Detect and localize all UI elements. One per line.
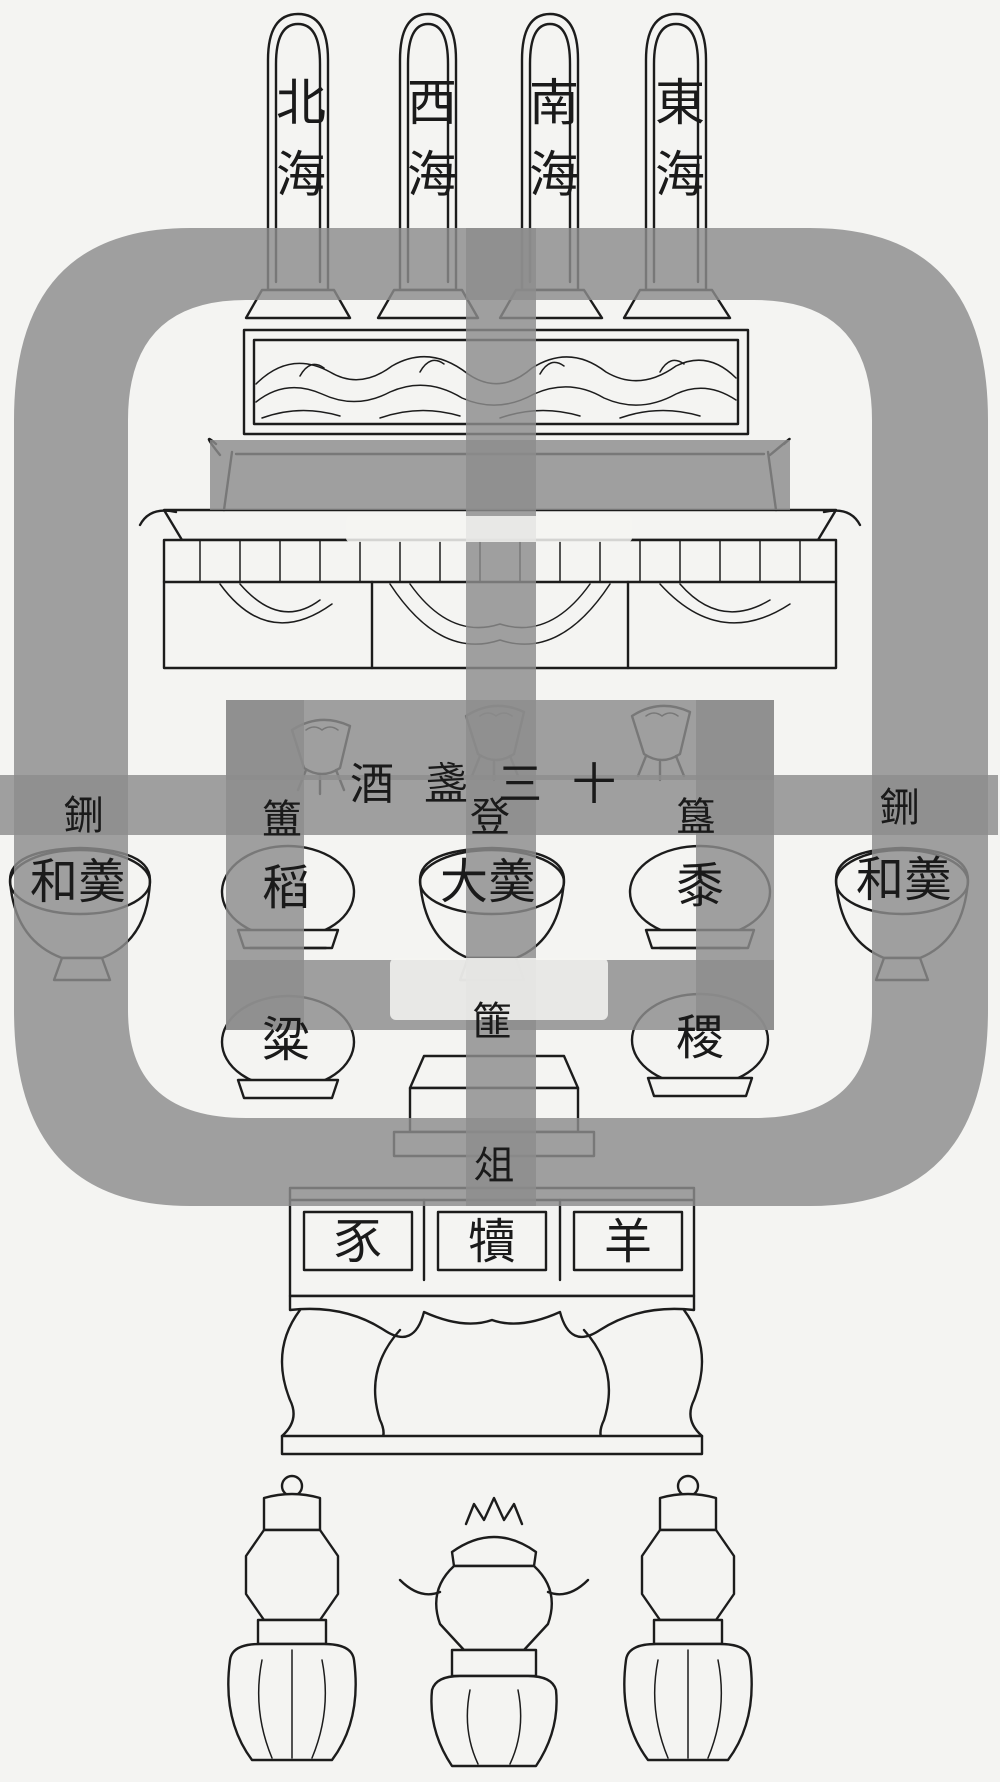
xing-right-content: 和羮 bbox=[856, 856, 952, 904]
tablet-west-sea-label: 西海 bbox=[403, 76, 453, 220]
tablet-south-sea-label: 南海 bbox=[525, 76, 575, 220]
tablet-north-sea-label: 北海 bbox=[272, 76, 322, 220]
tablet-east-sea-label: 東海 bbox=[651, 76, 701, 220]
zu-item-sheep: 羊 bbox=[604, 1218, 652, 1266]
xing-left-name: 鉶 bbox=[64, 796, 104, 836]
fu-content: 稻 bbox=[262, 864, 310, 912]
deng-content: 大羮 bbox=[440, 858, 536, 906]
fu-lower-content: 粱 bbox=[262, 1016, 310, 1064]
gui-name: 簋 bbox=[676, 798, 716, 838]
covered-jar-left bbox=[228, 1476, 355, 1760]
fu-name: 簠 bbox=[262, 800, 302, 840]
gui-content: 黍 bbox=[676, 862, 724, 910]
zu-item-pig: 豕 bbox=[334, 1218, 382, 1266]
deng-name: 登 bbox=[470, 798, 510, 838]
zu-item-calf: 犢 bbox=[468, 1218, 516, 1266]
basket-name: 篚 bbox=[472, 1002, 512, 1042]
xing-left-content: 和羮 bbox=[30, 858, 126, 906]
incense-burner bbox=[400, 1498, 588, 1766]
xing-right-name: 鉶 bbox=[880, 788, 920, 828]
gui-lower-content: 稷 bbox=[676, 1014, 724, 1062]
covered-jar-right bbox=[624, 1476, 751, 1760]
zu-name: 俎 bbox=[474, 1146, 514, 1186]
watermark-seal bbox=[0, 228, 998, 1206]
